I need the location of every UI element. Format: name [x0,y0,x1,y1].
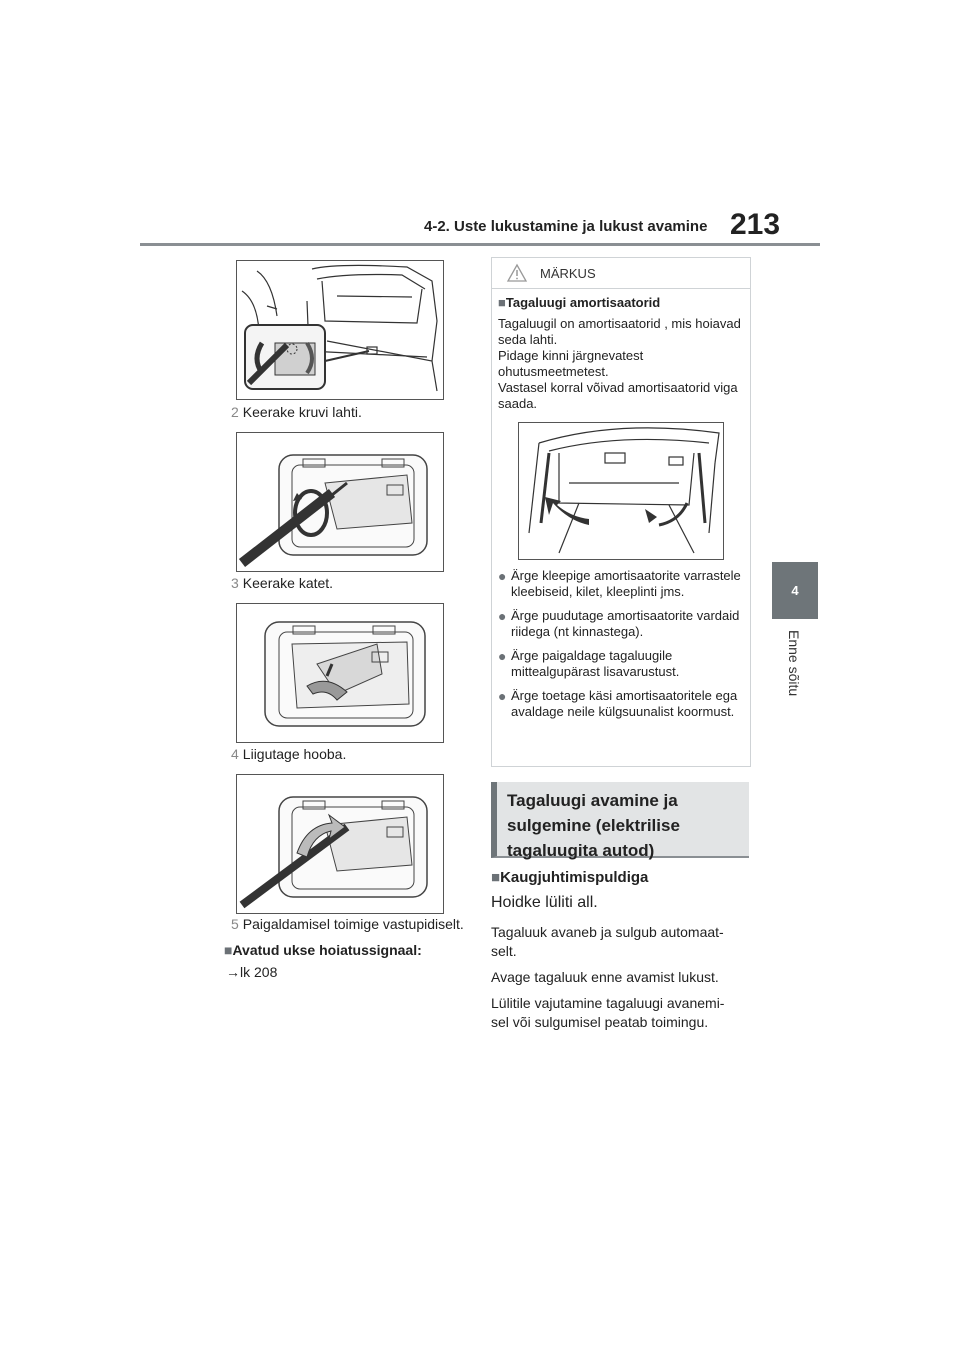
section-heading-box: Tagaluugi avamine ja sulgemine (elektril… [491,782,749,860]
warning-signal-heading: ■Avatud ukse hoiatussignaal: [224,942,422,958]
notice-bullet-text: Ärge puudutage amortisaatorite vardaid r… [511,608,740,639]
notice-subtitle: Tagaluugi amortisaatorid [505,295,661,310]
figure-turn-cover [236,603,444,743]
remote-paragraph-2: Avage tagaluuk enne avamist lukust. [491,969,719,985]
step-text: Liigutage hooba. [242,746,347,762]
step-number: 3 [231,575,239,591]
remote-paragraph-1-line-1: Tagaluuk avaneb ja sulgub automaat- [491,924,724,940]
step-text: Paigaldamisel toimige vastupidiselt. [242,916,464,932]
remote-subtitle: Kaugjuhtimispuldiga [500,869,649,886]
section-heading: Tagaluugi avamine ja sulgemine (elektril… [507,791,680,860]
figure-move-lever [236,774,444,914]
warning-triangle-icon [506,263,528,282]
warning-signal-title: Avatud ukse hoiatussignaal: [232,942,422,958]
remote-subtitle-row: ■Kaugjuhtimispuldiga [491,869,648,886]
remote-paragraph-3-line-1: Lülitile vajutamine tagaluugi avanemi- [491,995,725,1011]
notice-title: MÄRKUS [540,266,596,281]
lever-illustration [239,796,428,909]
bullet-dot-icon: ● [498,648,507,664]
figure-tailgate-struts [518,422,724,560]
step-text: Keerake katet. [242,575,334,591]
step-number: 5 [231,916,239,932]
cover-turn-illustration [264,621,426,727]
section-title: 4-2. Uste lukustamine ja lukust avamine [424,218,708,235]
notice-box: MÄRKUS ■Tagaluugi amortisaatorid Tagaluu… [491,257,751,767]
notice-bullet: ●Ärge puudutage amortisaatorite vardaid … [498,608,744,640]
notice-bullet-text: Ärge kleepige amortisaatorite varrastele… [511,568,741,599]
bullet-dot-icon: ● [498,608,507,624]
square-bullet-icon: ■ [491,869,501,886]
chapter-label-text: Enne sõitu [786,630,802,697]
remote-paragraph-3-line-2: sel või sulgumisel peatab toimingu. [491,1014,709,1030]
cover-screw-illustration [238,454,428,567]
step-number: 4 [231,746,239,762]
warning-signal-reference: →lk 208 [226,964,278,980]
notice-bullet: ●Ärge kleepige amortisaatorite varrastel… [498,568,744,600]
bullet-dot-icon: ● [498,688,507,704]
tailgate-struts-illustration [528,427,720,554]
bullet-dot-icon: ● [498,568,507,584]
notice-header: MÄRKUS [492,258,750,289]
header-divider [140,243,820,246]
figure-unscrew-screw [236,432,444,572]
remote-paragraph-1-line-2: selt. [491,943,517,959]
step-text: Keerake kruvi lahti. [242,404,362,420]
chapter-label: Enne sõitu [770,630,820,710]
notice-subtitle-row: ■Tagaluugi amortisaatorid [498,295,744,311]
notice-bullet-text: Ärge toetage käsi amortisaatoritele ega … [511,688,738,719]
notice-bullet: ●Ärge paigaldage tagaluugile mittealgupä… [498,648,744,680]
notice-bullet-text: Ärge paigaldage tagaluugile mittealgupär… [511,648,680,679]
figure-tailgate-screwdriver [236,260,444,400]
square-bullet-icon: ■ [498,295,506,310]
square-bullet-icon: ■ [224,942,233,958]
step-number: 2 [231,404,239,420]
chapter-tab: 4 [772,562,818,619]
notice-paragraph: Tagaluugil on amortisaatorid , mis hoiav… [498,316,741,411]
page-number: 213 [730,208,781,241]
notice-bullet: ●Ärge toetage käsi amortisaatoritele ega… [498,688,744,720]
tailgate-illustration [241,264,438,392]
remote-instruction: Hoidke lüliti all. [491,894,598,911]
